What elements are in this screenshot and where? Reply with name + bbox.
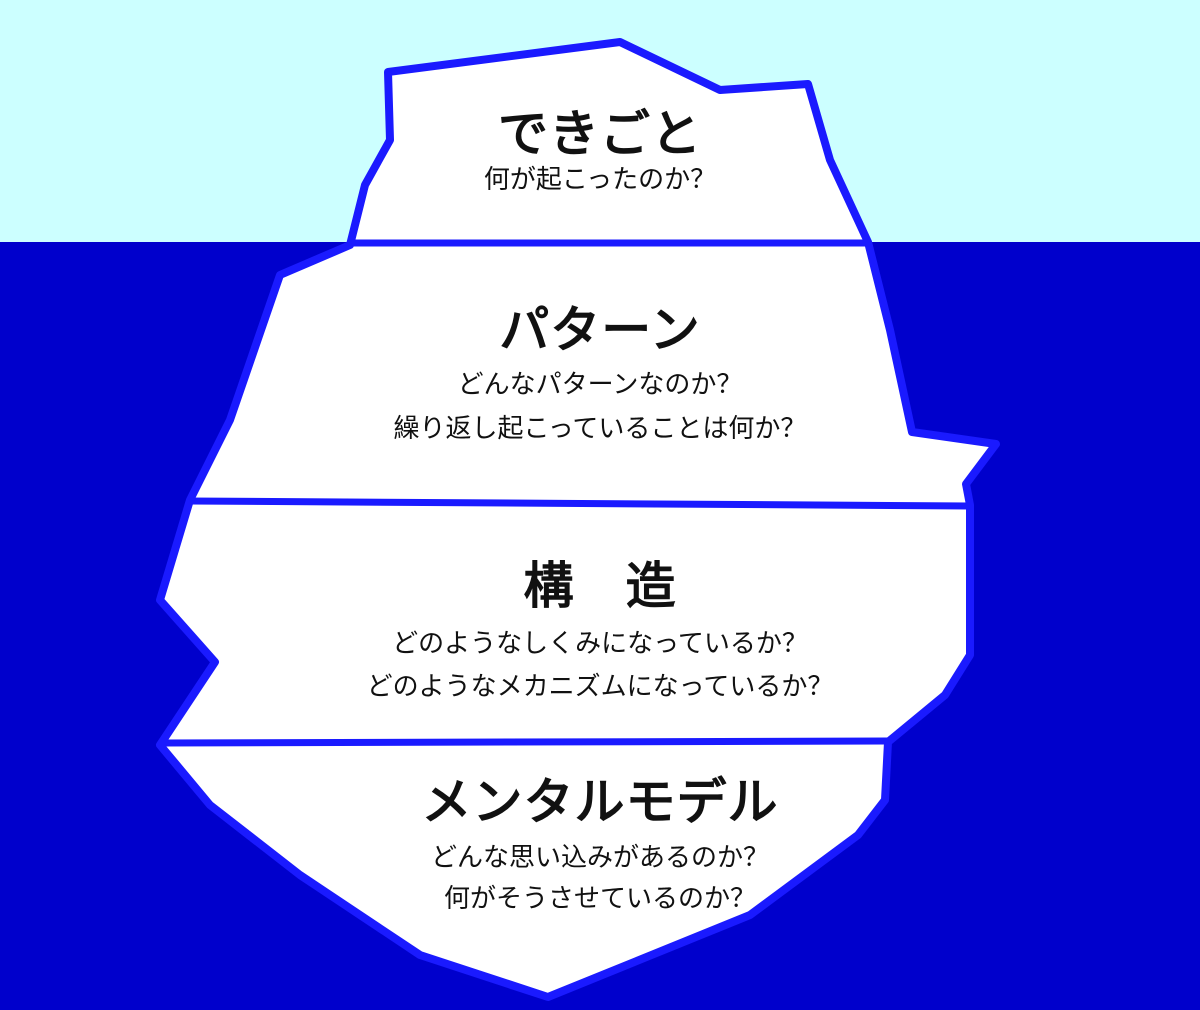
structure-mental-model-divider <box>161 737 889 747</box>
structure-question-2: どのようなメカニズムになっているか？ <box>366 672 834 702</box>
iceberg-shape <box>156 38 1000 1001</box>
mental-model-question-1: どんな思い込みがあるのか？ <box>430 843 769 873</box>
pattern-structure-divider <box>187 497 971 510</box>
mental-model-title: メンタルモデル <box>421 773 779 831</box>
patterns-question-2: 繰り返し起こっていることは何か？ <box>393 414 807 444</box>
patterns-title: パターン <box>499 301 701 359</box>
patterns-question-1: どんなパターンなのか？ <box>457 370 743 400</box>
events-question-1: 何が起こったのか？ <box>483 165 717 195</box>
mental-model-question-2: 何がそうさせているのか？ <box>443 884 756 914</box>
structure-question-1: どのようなしくみになっているか？ <box>392 629 808 659</box>
events-title: できごと <box>498 105 702 163</box>
structure-title: 構 造 <box>523 557 677 615</box>
